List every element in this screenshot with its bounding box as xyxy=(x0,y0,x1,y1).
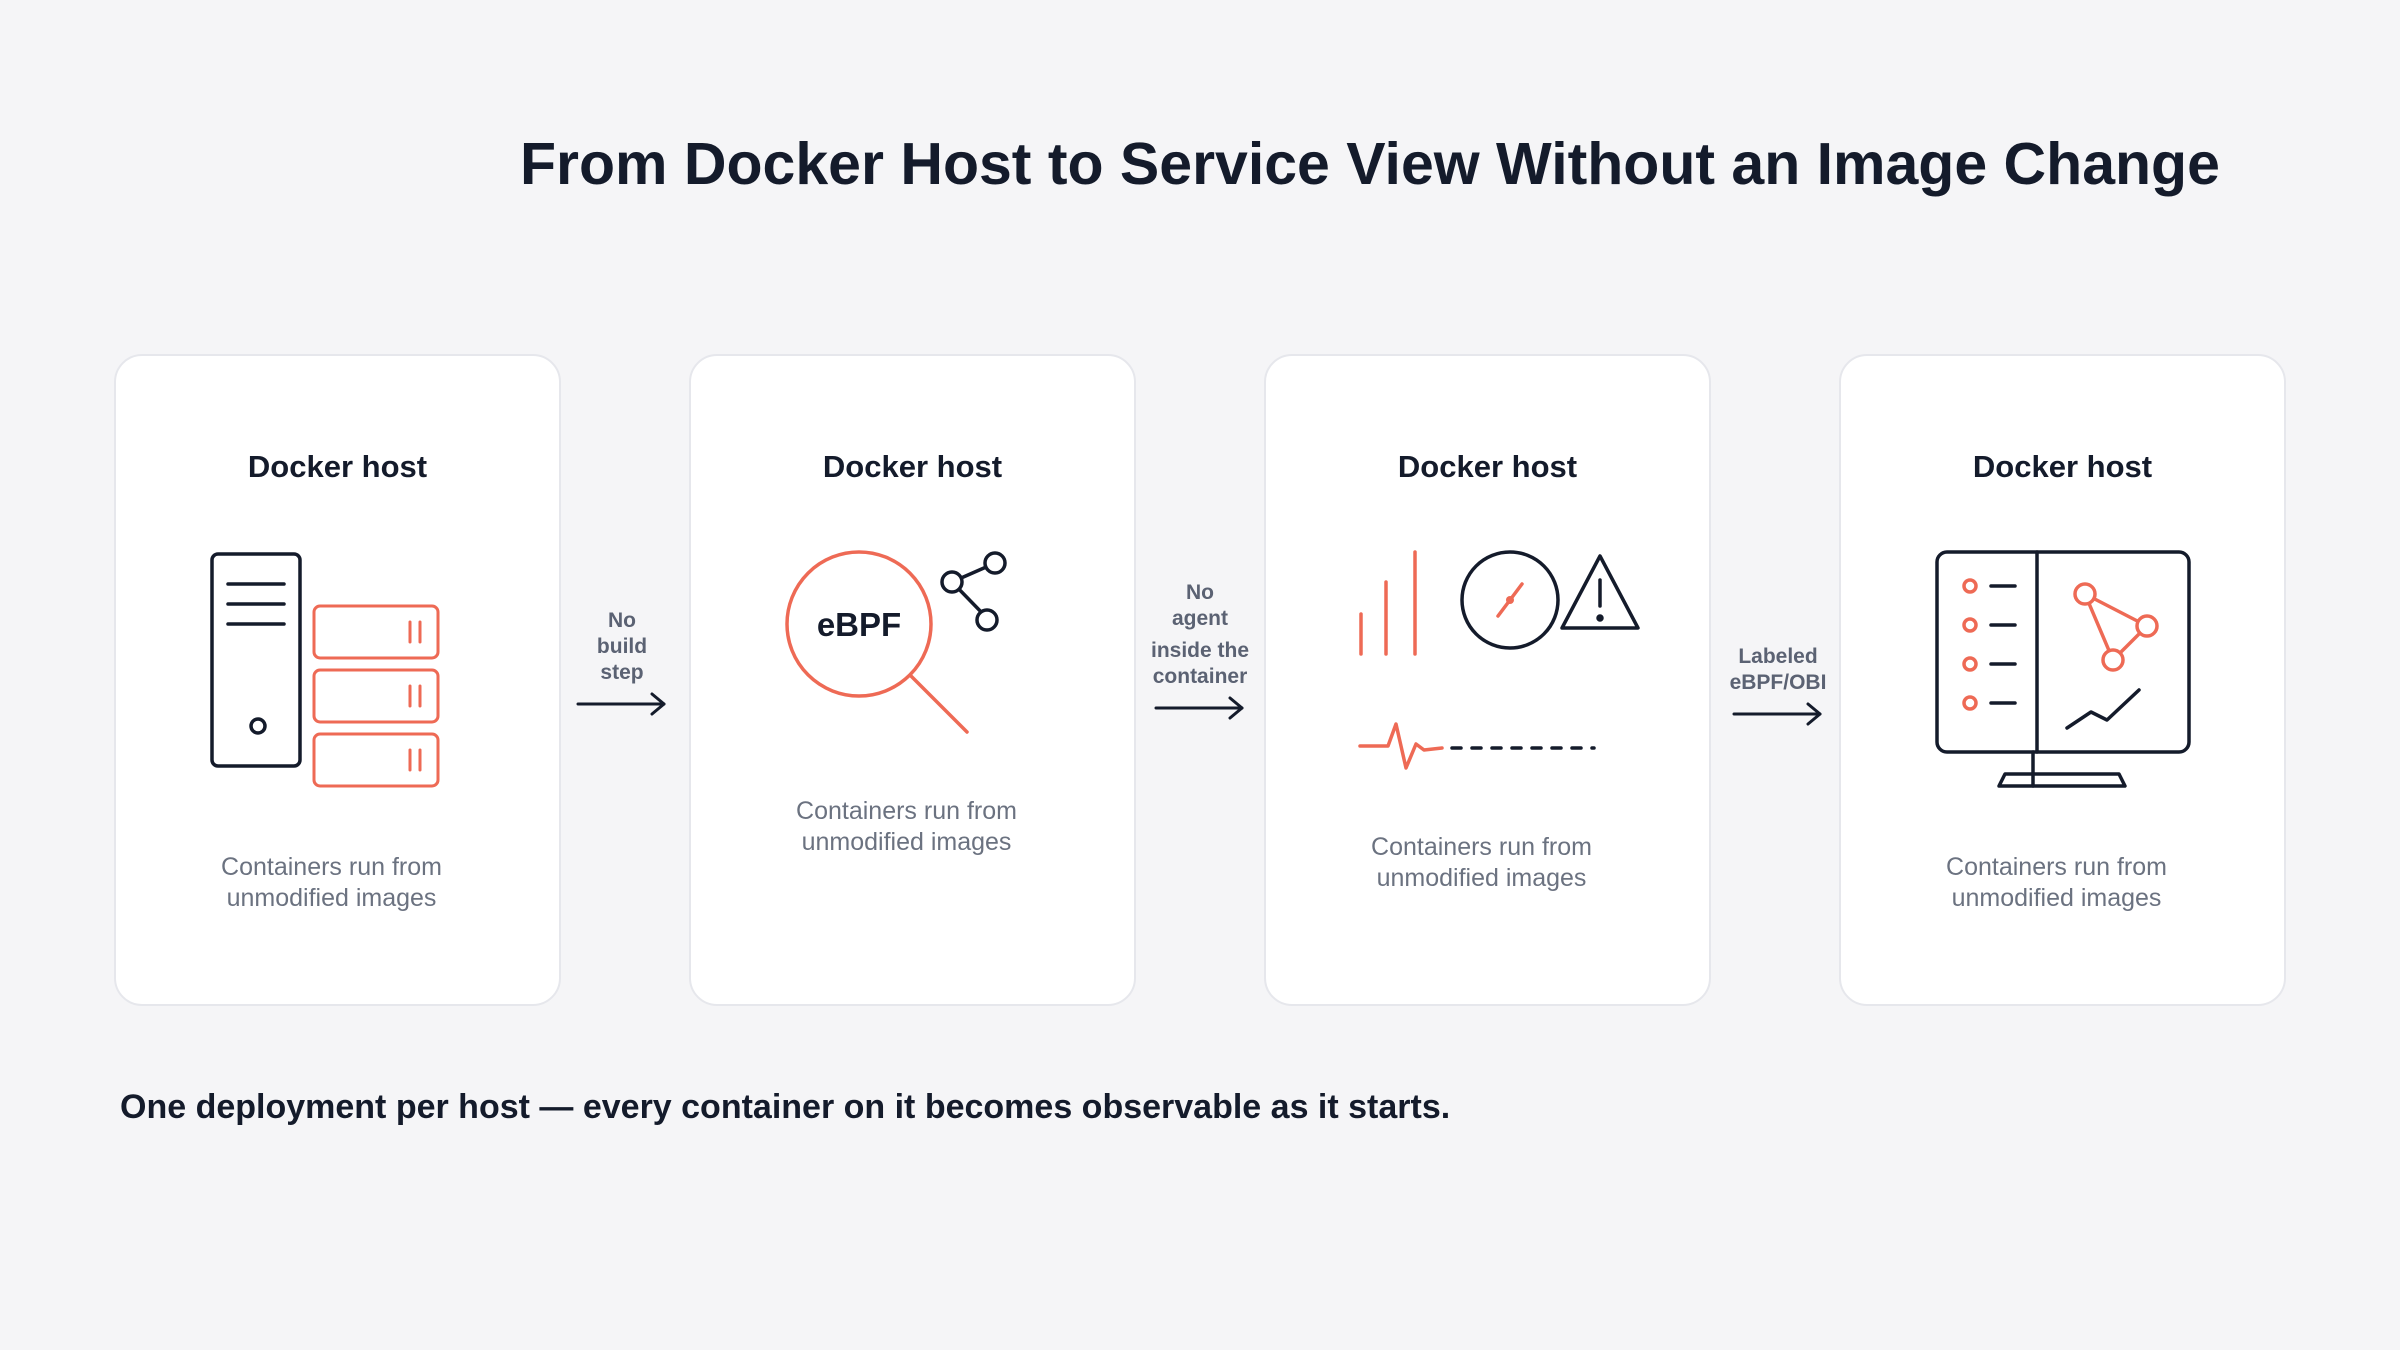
server-icon xyxy=(210,552,302,768)
connector-label: Labeled eBPF/OBI xyxy=(1718,644,1838,696)
connector-label-line: Labeled xyxy=(1738,645,1818,668)
connector-label-line: build xyxy=(596,635,648,658)
connector-label-line: inside the xyxy=(1150,639,1250,662)
monitor-dashboard-icon xyxy=(1935,550,2191,788)
connector-label-line: agent xyxy=(1171,607,1228,630)
caption-line: Containers run from xyxy=(221,853,442,881)
card-docker-host-3: Docker host Containers run from unmodifi… xyxy=(1264,354,1711,1006)
share-graph-icon xyxy=(940,551,1007,632)
arrow-right-icon xyxy=(576,692,666,716)
signals-illustration xyxy=(1358,550,1640,770)
server-containers-illustration xyxy=(210,552,440,788)
card-docker-host-2: Docker host eBPF Containers run from unm… xyxy=(689,354,1136,1006)
card-caption: Containers run from unmodified images xyxy=(1829,852,2284,914)
connector-labeled-ebpf-obi: Labeled eBPF/OBI xyxy=(1718,644,1838,726)
connector-label-line: No xyxy=(1186,581,1214,604)
connector-label-line: step xyxy=(600,661,644,684)
caption-line: unmodified images xyxy=(226,884,437,912)
card-caption: Containers run from unmodified images xyxy=(679,796,1134,858)
caption-line: unmodified images xyxy=(1951,884,2162,912)
card-docker-host-1: Docker host Containers run from unmodifi… xyxy=(114,354,561,1006)
card-title: Docker host xyxy=(247,449,428,484)
caption-line: Containers run from xyxy=(1946,853,2167,881)
container-stack-icon xyxy=(312,604,440,788)
service-view-illustration xyxy=(1935,550,2191,788)
gauge-icon xyxy=(1460,550,1560,650)
caption-line: Containers run from xyxy=(796,797,1017,825)
connector-label: No agent inside the container xyxy=(1138,580,1262,690)
connector-label-line: No xyxy=(608,609,636,632)
card-title: Docker host xyxy=(1397,449,1578,484)
card-caption: Containers run from unmodified images xyxy=(104,852,559,914)
arrow-right-icon xyxy=(1154,696,1244,720)
page-title: From Docker Host to Service View Without… xyxy=(520,131,2220,197)
card-caption: Containers run from unmodified images xyxy=(1254,832,1709,894)
card-title: Docker host xyxy=(1972,449,2153,484)
caption-line: unmodified images xyxy=(801,828,1012,856)
connector-no-build-step: No build step xyxy=(562,608,682,716)
signal-bars-icon xyxy=(1359,580,1388,656)
card-docker-host-4: Docker host Containers xyxy=(1839,354,2286,1006)
magnifier-icon xyxy=(785,550,969,734)
card-title: Docker host xyxy=(822,449,1003,484)
connector-label-line: container xyxy=(1152,665,1248,688)
ebpf-badge: eBPF xyxy=(817,606,901,643)
connector-label-line: eBPF/OBI xyxy=(1729,671,1827,694)
caption-line: unmodified images xyxy=(1376,864,1587,892)
ebpf-illustration: eBPF xyxy=(785,550,1007,734)
arrow-right-icon xyxy=(1732,702,1822,726)
caption-line: Containers run from xyxy=(1371,833,1592,861)
connector-no-agent: No agent inside the container xyxy=(1138,580,1262,720)
connector-label: No build step xyxy=(562,608,682,686)
footer-caption: One deployment per host — every containe… xyxy=(120,1088,1451,1126)
warning-icon xyxy=(1560,554,1640,630)
pulse-line-icon xyxy=(1358,722,1596,770)
